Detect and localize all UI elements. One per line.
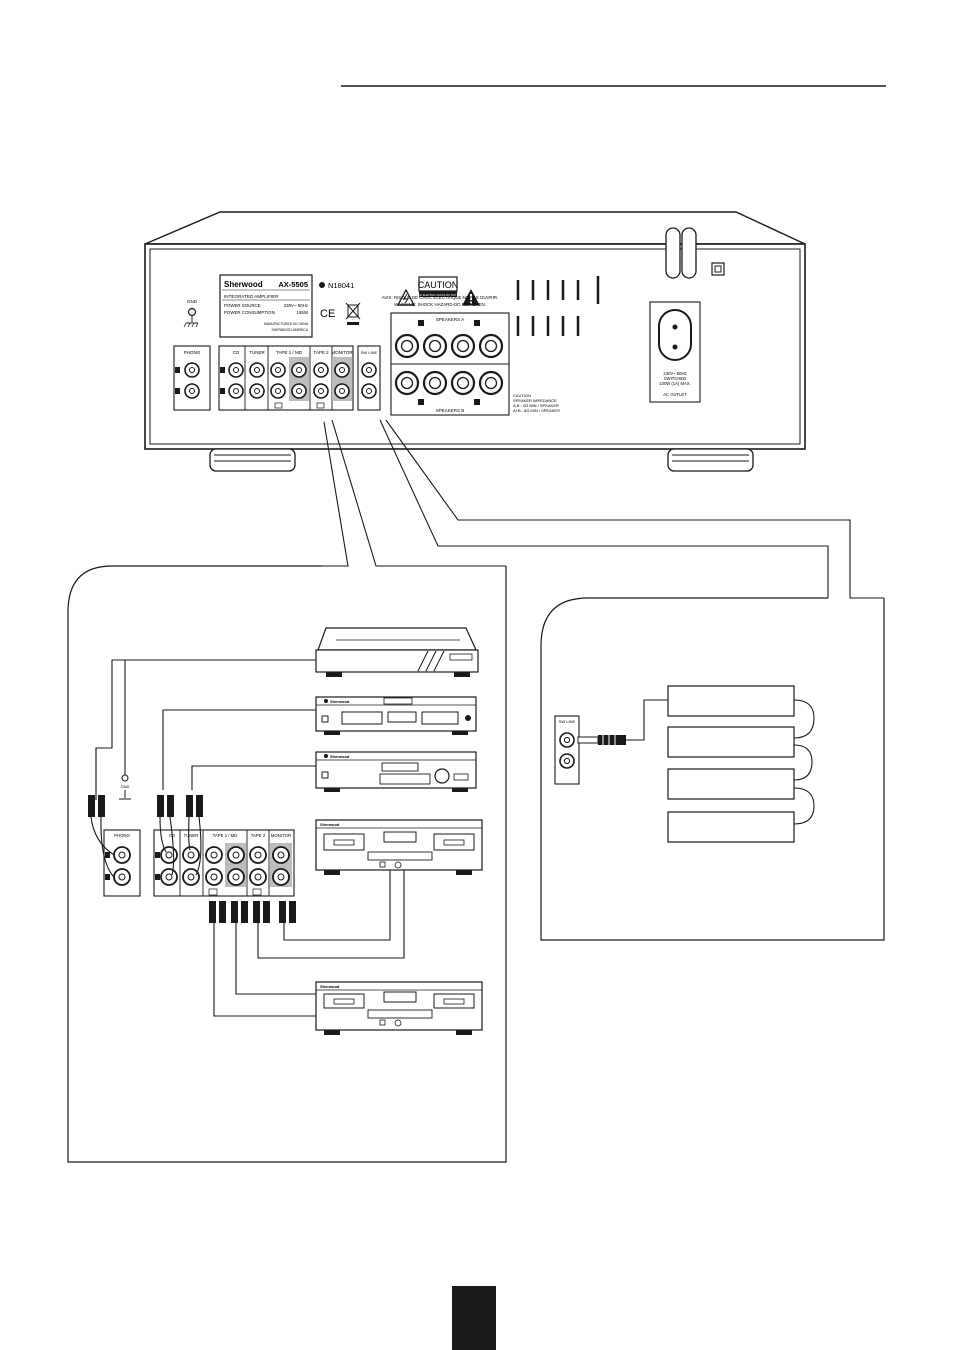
- cd-player: Sherwood: [315, 696, 477, 735]
- callout-leaders: [322, 419, 884, 599]
- tuner: Sherwood: [315, 751, 477, 792]
- svg-text:SW LINE: SW LINE: [559, 719, 576, 724]
- tape-deck-2: Sherwood: [315, 981, 483, 1035]
- svg-text:TAPE 1 / MD: TAPE 1 / MD: [213, 833, 238, 838]
- svg-text:AVIS: RISQUE DE CHOC ELECTRIQU: AVIS: RISQUE DE CHOC ELECTRIQUE-NE PAS O…: [382, 295, 498, 300]
- power-cord-stub: [665, 227, 681, 279]
- ac-outlet: 230V~ 50Hz SWITCHED 100W (1A) MAX. AC OU…: [649, 301, 701, 403]
- svg-text:SHERWOOD AMERICA: SHERWOOD AMERICA: [272, 328, 309, 332]
- foot-left: [209, 448, 296, 472]
- svg-text:SWITCHED: SWITCHED: [664, 376, 686, 381]
- svg-text:230V~ 50Hz: 230V~ 50Hz: [284, 303, 308, 308]
- svg-text:RISK OF ELECTRIC SHOCK DO NOT: RISK OF ELECTRIC SHOCK DO NOT OPEN: [412, 293, 465, 297]
- svg-text:SPEAKERS A: SPEAKERS A: [436, 317, 464, 322]
- svg-text:MONITOR: MONITOR: [271, 833, 291, 838]
- rca-jacks-rear: [184, 362, 377, 399]
- svg-text:MONITOR: MONITOR: [331, 350, 353, 355]
- device-boxes: [667, 685, 795, 843]
- right-callout-box: SW LINE: [540, 597, 885, 941]
- caution-block: CAUTION RISK OF ELECTRIC SHOCK DO NOT OP…: [382, 276, 498, 307]
- speaker-terminals: SPEAKERS A SPEAKERS B: [390, 312, 510, 416]
- svg-text:PHONO: PHONO: [114, 833, 130, 838]
- svg-text:POWER CONSUMPTION: POWER CONSUMPTION: [224, 310, 275, 315]
- ce-mark: CE: [320, 308, 335, 320]
- svg-text:PHONO: PHONO: [184, 350, 201, 355]
- svg-text:165W: 165W: [297, 310, 309, 315]
- svg-text:Sherwood: Sherwood: [330, 754, 350, 759]
- tape-deck-1: Sherwood: [315, 819, 483, 875]
- input-jack-panel: [218, 345, 354, 411]
- svg-text:CAUTION: CAUTION: [513, 393, 531, 398]
- model-text: AX-5505: [278, 280, 308, 289]
- svg-text:100W (1A) MAX.: 100W (1A) MAX.: [659, 381, 690, 386]
- svg-text:230V~ 50Hz: 230V~ 50Hz: [663, 371, 686, 376]
- svg-text:A,B : 4Ω MIN / SPEAKER: A,B : 4Ω MIN / SPEAKER: [513, 403, 559, 408]
- brand-text: Sherwood: [224, 280, 263, 289]
- svg-text:TAPE 2: TAPE 2: [313, 350, 329, 355]
- svg-text:TUNER: TUNER: [249, 350, 265, 355]
- gnd-terminal: [187, 307, 197, 317]
- cert-code: N18041: [328, 281, 354, 290]
- caution-label: CAUTION: [418, 280, 459, 290]
- zoomed-jack-panels: PHONO CD TUNER TAPE 1 / MD TAPE 2 MONITO…: [103, 829, 295, 897]
- weee-bin-icon: [345, 302, 361, 325]
- left-callout-box: Sherwood Sherwood: [67, 565, 507, 1163]
- svg-text:SW LINE: SW LINE: [361, 350, 378, 355]
- product-label-card: Sherwood AX-5505 INTEGRATED AMPLIFIER PO…: [219, 274, 313, 338]
- svg-text:Sherwood: Sherwood: [320, 984, 340, 989]
- svg-text:CD: CD: [233, 350, 240, 355]
- svg-text:GND: GND: [121, 784, 130, 789]
- svg-text:INTEGRATED AMPLIFIER: INTEGRATED AMPLIFIER: [224, 294, 279, 299]
- svg-text:Sherwood: Sherwood: [330, 699, 350, 704]
- svg-text:AC OUTLET: AC OUTLET: [663, 392, 687, 397]
- foot-right: [667, 448, 754, 472]
- svg-text:Sherwood: Sherwood: [320, 822, 340, 827]
- svg-text:TAPE 2: TAPE 2: [251, 833, 266, 838]
- vent-slots: [516, 276, 600, 336]
- turntable: [315, 627, 479, 677]
- audio-cables: [88, 659, 405, 1017]
- svg-text:WARNING: SHOCK HAZARD-DO NOT O: WARNING: SHOCK HAZARD-DO NOT OPEN.: [394, 302, 486, 307]
- page-number-tab: [452, 1286, 496, 1350]
- svg-text:SPEAKER IMPEDANCE: SPEAKER IMPEDANCE: [513, 398, 557, 403]
- svg-text:A+B : 8Ω MIN / SPEAKER: A+B : 8Ω MIN / SPEAKER: [513, 408, 560, 413]
- amplifier-rear-panel: Sherwood AX-5505 INTEGRATED AMPLIFIER PO…: [144, 211, 806, 472]
- svg-text:SPEAKERS B: SPEAKERS B: [436, 408, 465, 413]
- subwoofer-cable: [577, 699, 668, 745]
- svg-text:MANUFACTURED IN CHINA: MANUFACTURED IN CHINA: [264, 322, 309, 326]
- svg-text:POWER SOURCE: POWER SOURCE: [224, 303, 261, 308]
- svg-text:TUNER: TUNER: [184, 833, 199, 838]
- svg-text:GND: GND: [187, 299, 198, 304]
- svg-text:TAPE 1 / MD: TAPE 1 / MD: [276, 350, 303, 355]
